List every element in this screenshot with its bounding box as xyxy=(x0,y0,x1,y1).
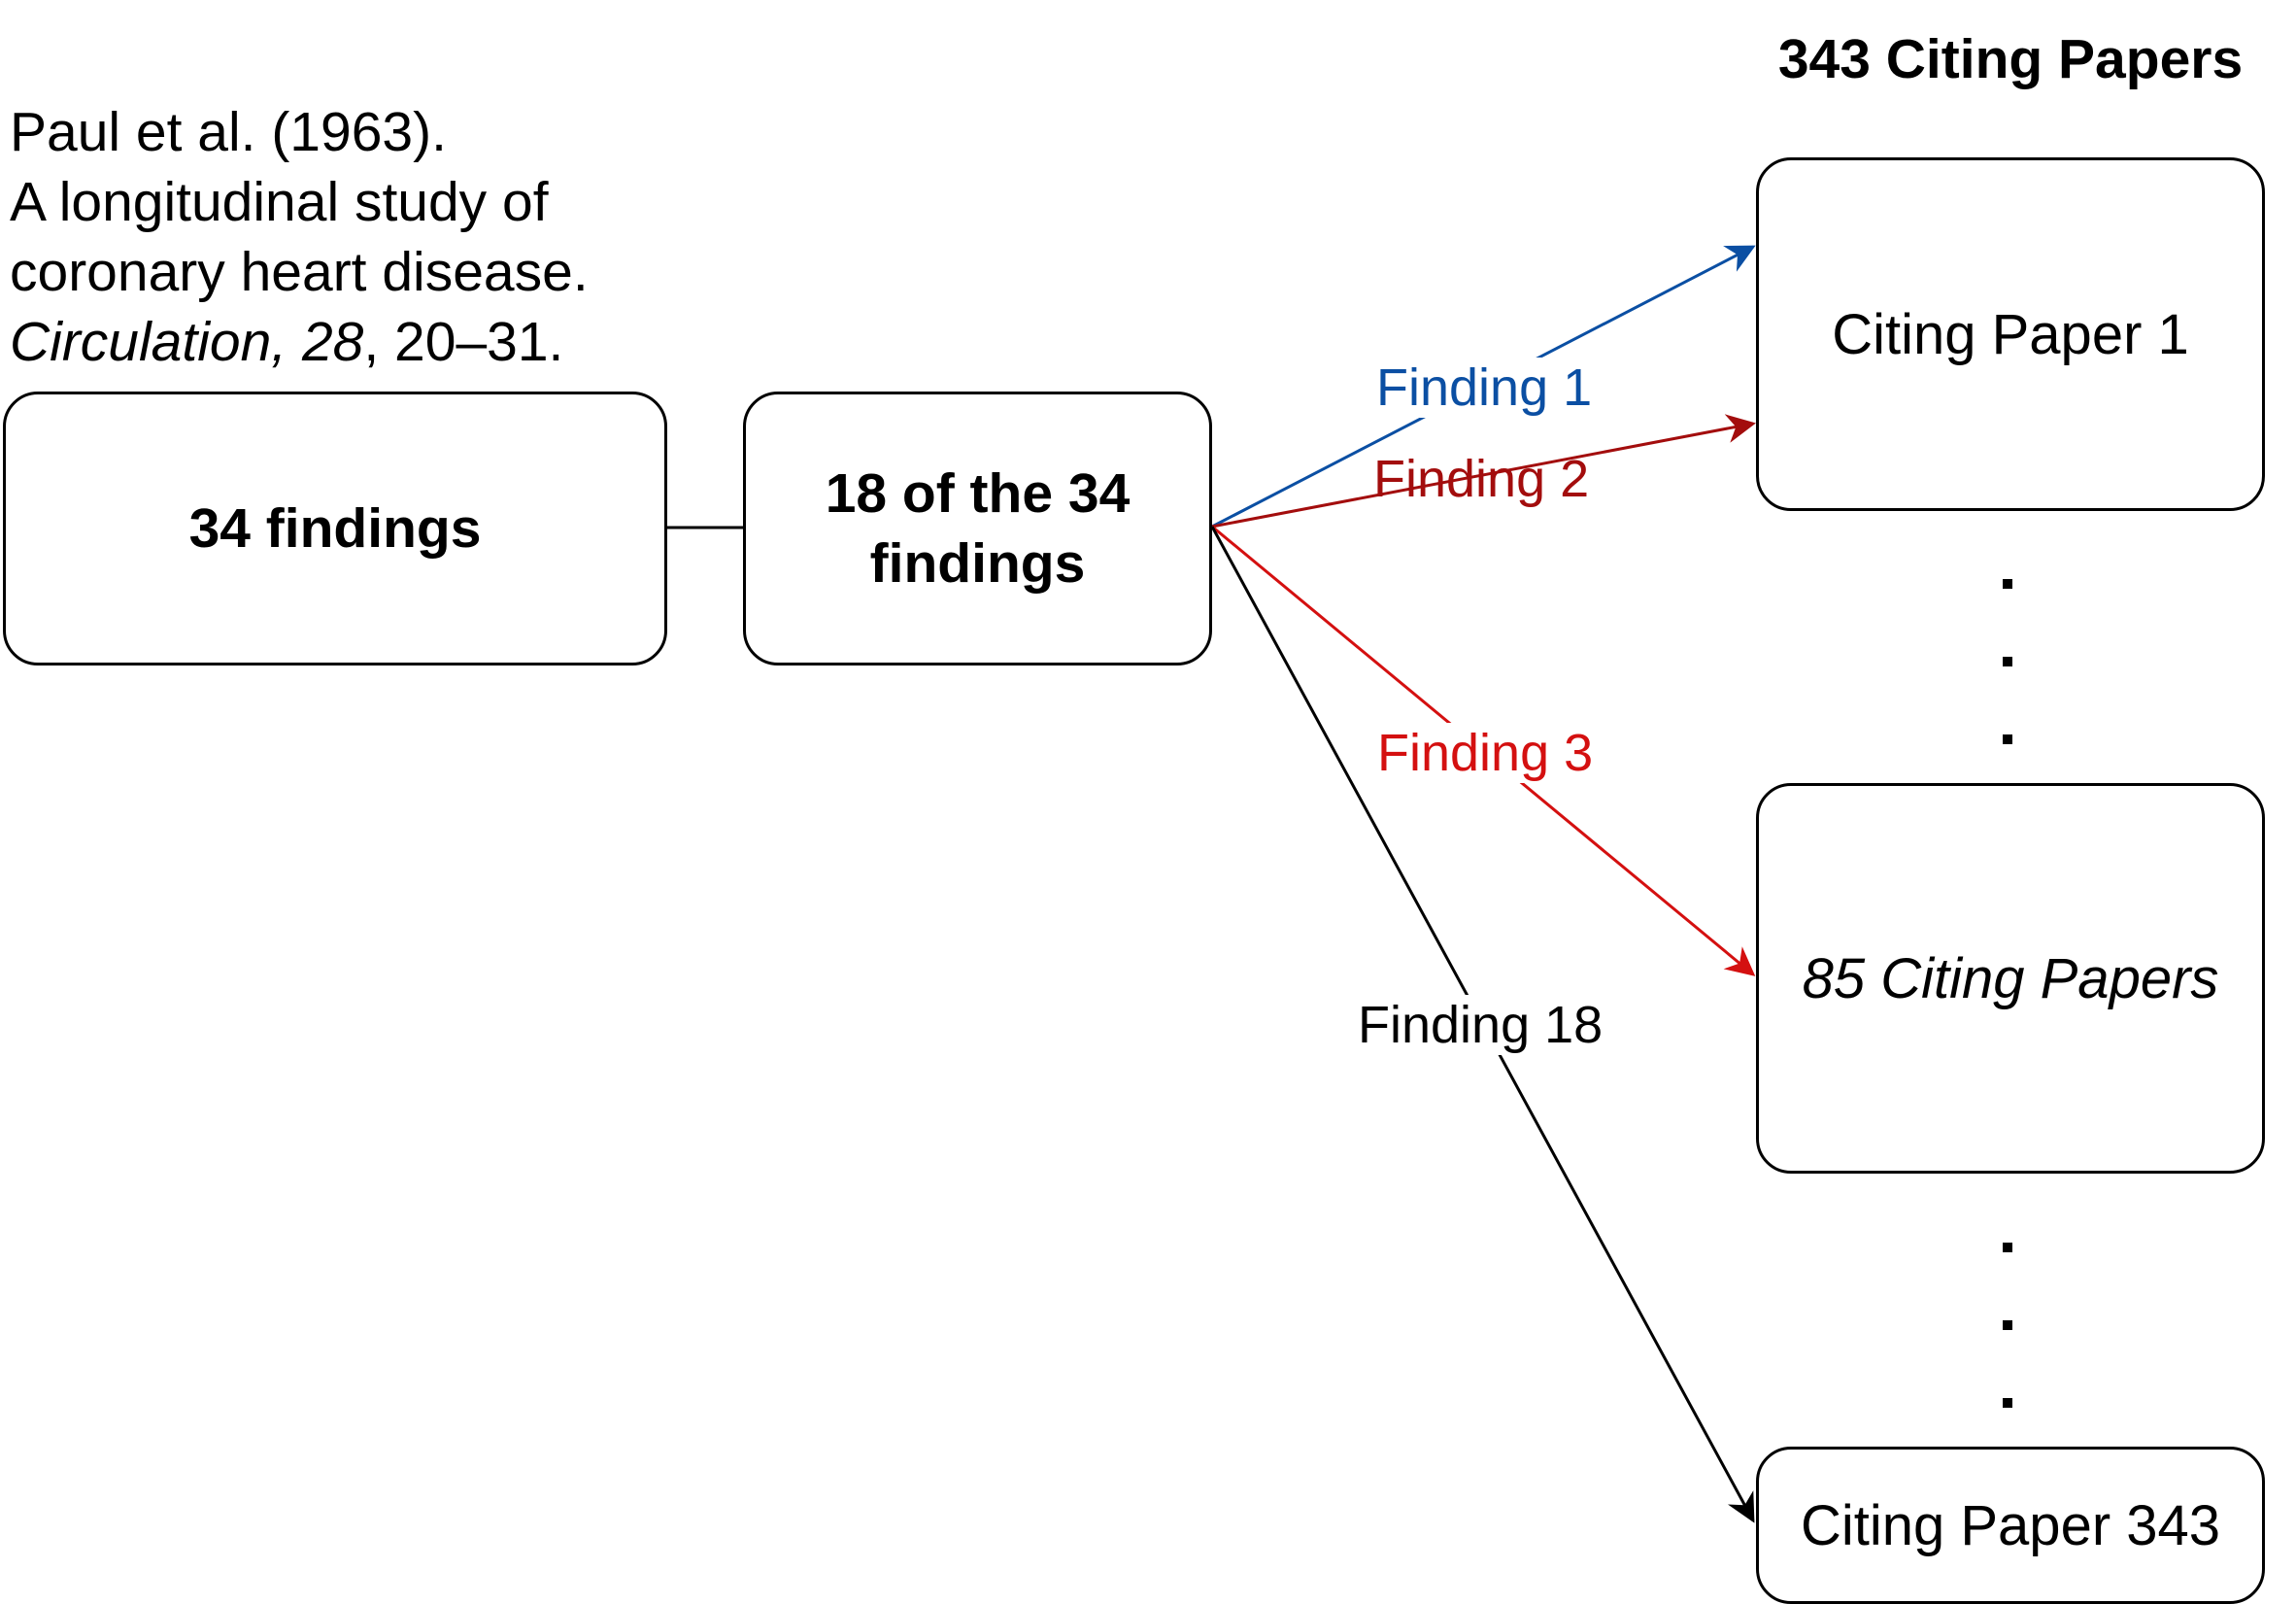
citation-journal: Circulation, xyxy=(10,311,287,373)
ellipsis-dot xyxy=(2003,1398,2012,1408)
citation-pages: , 20–31. xyxy=(363,311,564,373)
ellipsis-lower xyxy=(1995,1239,2024,1423)
finding-2-label: Finding 2 xyxy=(1373,450,1590,508)
ellipsis-dot xyxy=(2003,657,2012,666)
citing-papers-group-label: 85 Citing Papers xyxy=(1802,946,2219,1010)
citation-source: Circulation, 28, 20–31. xyxy=(10,307,690,377)
finding-3-label: Finding 3 xyxy=(1373,723,1598,783)
all-findings-label: 34 findings xyxy=(188,497,482,560)
citation-volume: 28 xyxy=(301,311,364,373)
subset-findings-box: 18 of the 34 findings xyxy=(743,392,1212,665)
citing-paper-343-box: Citing Paper 343 xyxy=(1756,1447,2265,1604)
citing-papers-header: 343 Citing Papers xyxy=(1777,28,2244,90)
citing-papers-group-box: 85 Citing Papers xyxy=(1756,783,2265,1174)
citing-paper-343-label: Citing Paper 343 xyxy=(1800,1493,2221,1557)
ellipsis-upper xyxy=(1995,573,2024,758)
citation-title-line1: A longitudinal study of xyxy=(10,171,549,233)
citation-authors: Paul et al. (1963). xyxy=(10,101,447,163)
reference-citation: Paul et al. (1963). A longitudinal study… xyxy=(10,97,690,377)
ellipsis-dot xyxy=(2003,1243,2012,1252)
subset-findings-line2: findings xyxy=(869,532,1086,595)
ellipsis-dot xyxy=(2003,734,2012,744)
citation-title-line2: coronary heart disease. xyxy=(10,241,589,303)
finding-18-label: Finding 18 xyxy=(1354,995,1607,1055)
arrow-finding-2 xyxy=(1211,414,1756,529)
citing-paper-1-label: Citing Paper 1 xyxy=(1832,302,2189,366)
subset-findings-line1: 18 of the 34 xyxy=(825,462,1131,525)
subset-findings-label: 18 of the 34 findings xyxy=(826,459,1131,598)
ellipsis-dot xyxy=(2003,579,2012,589)
finding-1-label: Finding 1 xyxy=(1372,358,1597,418)
citing-paper-1-box: Citing Paper 1 xyxy=(1756,157,2265,511)
ellipsis-dot xyxy=(2003,1320,2012,1330)
all-findings-box: 34 findings xyxy=(3,392,667,665)
